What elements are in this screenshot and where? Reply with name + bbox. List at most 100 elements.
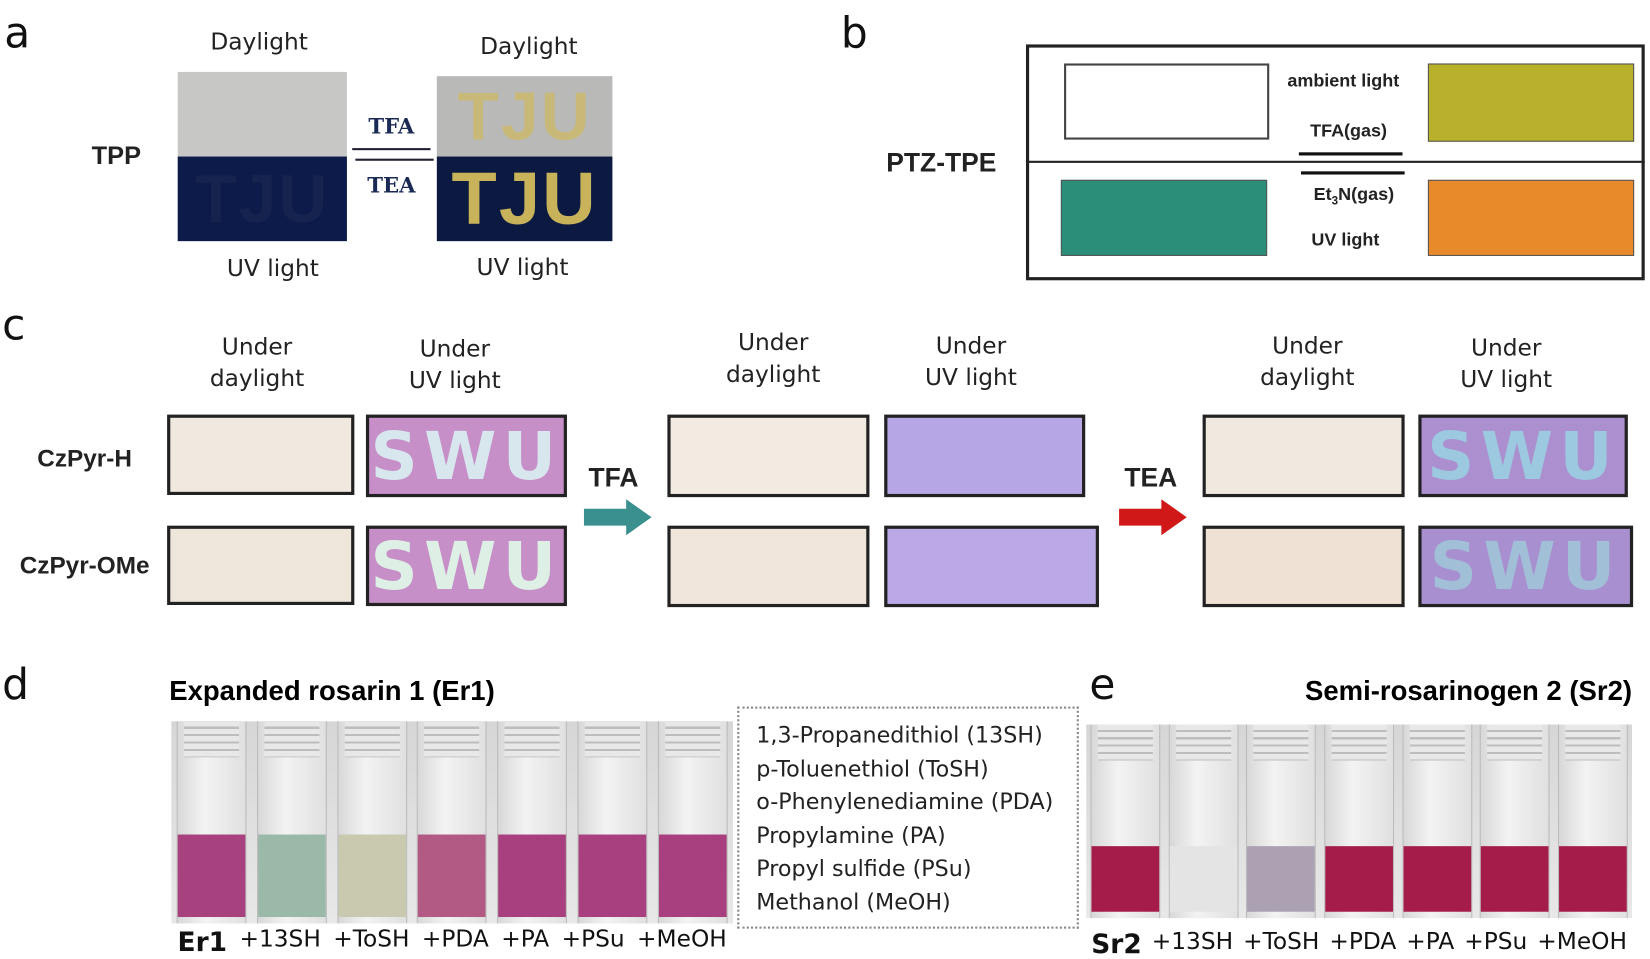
vial-label: +PDA [421,926,489,953]
vial-label: +13SH [1151,928,1234,956]
vial-label: +ToSH [1243,928,1320,956]
b-uv-label: UV light [1311,229,1380,250]
forward-arrow-icon [1298,152,1403,156]
b-divider [1025,160,1645,163]
vial-solution [498,834,567,918]
vial [417,721,488,924]
vial [1090,724,1161,919]
panel-e-label: e [1089,661,1116,710]
c-arrow2-label: TEA [1124,463,1178,493]
d-title: Expanded rosarin 1 (Er1) [169,674,495,707]
legend-item: Propyl sulfide (PSu) [756,855,972,882]
vial-label: +PA [1406,928,1455,956]
vial-cap [1487,724,1543,761]
forward-arrow-icon [352,148,431,151]
c-film [667,525,870,608]
e-title: Semi-rosarinogen 2 (Sr2) [1304,674,1633,707]
red-arrow-icon [1119,499,1187,536]
vial-cap [424,721,480,758]
c-film [667,414,870,498]
e-vials-photo [1086,724,1633,919]
vial-solution [177,834,246,918]
vial-solution [418,834,486,918]
vial [336,721,407,924]
vial-cap [1097,724,1153,761]
c-film: SWU [365,525,567,607]
b-forward-reagent: TFA(gas) [1310,120,1388,141]
vial-cap [344,721,400,758]
reagent-legend: 1,3-Propanedithiol (13SH) p-Toluenethiol… [737,706,1079,929]
reverse-arrow-icon [355,158,434,161]
b-compound-label: PTZ-TPE [886,148,997,178]
reverse-arrow-icon [1300,171,1405,175]
vial [176,721,247,924]
vial [497,721,568,924]
vial-cap [504,721,560,758]
a-top-right-label: Daylight [480,33,578,61]
vial-label: +MeOH [637,926,727,953]
vial-solution [1481,846,1549,912]
panel-d-label: d [2,661,29,710]
c-film: SWU [1418,525,1634,608]
d-vials-photo [171,721,733,924]
a-after-daylight-photo: TJU [436,76,613,157]
vial-label: +PSu [1464,928,1528,956]
a-top-left-label: Daylight [210,29,308,57]
c-header: Under UV light [408,336,501,395]
vial-cap [1253,724,1309,761]
c-film [884,525,1099,608]
vial-solution [1091,846,1160,912]
vial-cap [1331,724,1387,761]
vial [657,721,728,924]
vial-cap [1565,724,1621,761]
c-film: SWU [1418,414,1628,498]
vial-label: Er1 [177,926,228,958]
c-header: Under daylight [209,334,305,393]
vial-label: +13SH [239,926,321,953]
e-vial-labels: Sr2+13SH+ToSH+PDA+PA+PSu+MeOH [1086,929,1632,959]
vial-cap [183,721,239,758]
a-before-uv-photo: TJU [177,156,347,242]
c-film [167,414,355,496]
b-reverse-reagent: Et3N(gas) [1313,184,1395,208]
b-ambient-label: ambient light [1287,70,1400,91]
c-row-label: CzPyr-H [37,444,132,472]
vial [1558,724,1628,919]
vial-solution [1559,846,1627,912]
vial-solution [1403,846,1471,912]
teal-arrow-icon [583,499,652,536]
vial [1168,724,1239,919]
b-uv-before-film [1060,179,1268,256]
legend-item: p-Toluenethiol (ToSH) [756,755,989,782]
b-ambient-after-film [1427,63,1635,142]
vial-label: +PA [501,926,550,953]
a-after-uv-photo: TJU [436,156,613,242]
a-bottom-left-label: UV light [226,255,319,283]
d-vial-labels: Er1+13SH+ToSH+PDA+PA+PSu+MeOH [171,927,733,958]
vial [577,721,648,924]
vial-solution [578,834,647,918]
vial-label: Sr2 [1091,928,1142,959]
c-film: SWU [365,414,567,498]
a-bottom-right-label: UV light [476,254,569,282]
b-ambient-before-film [1064,63,1270,140]
vial [256,721,327,924]
vial [1402,724,1472,919]
c-film [884,414,1086,498]
vial-solution [658,834,727,918]
vial-solution [1169,846,1238,912]
c-header: Under daylight [725,330,821,388]
a-before-daylight-photo [177,71,347,157]
legend-item: o-Phenylenediamine (PDA) [756,789,1054,815]
c-arrow1-label: TFA [588,463,639,493]
vial-label: +ToSH [333,926,410,953]
panel-b-label: b [840,9,868,59]
vial-solution [1247,846,1315,912]
a-compound-label: TPP [91,141,142,171]
c-film [1202,525,1405,608]
vial [1246,724,1317,919]
vial-solution [257,834,326,918]
vial-solution [338,834,406,918]
c-row-label: CzPyr-OMe [19,551,150,579]
